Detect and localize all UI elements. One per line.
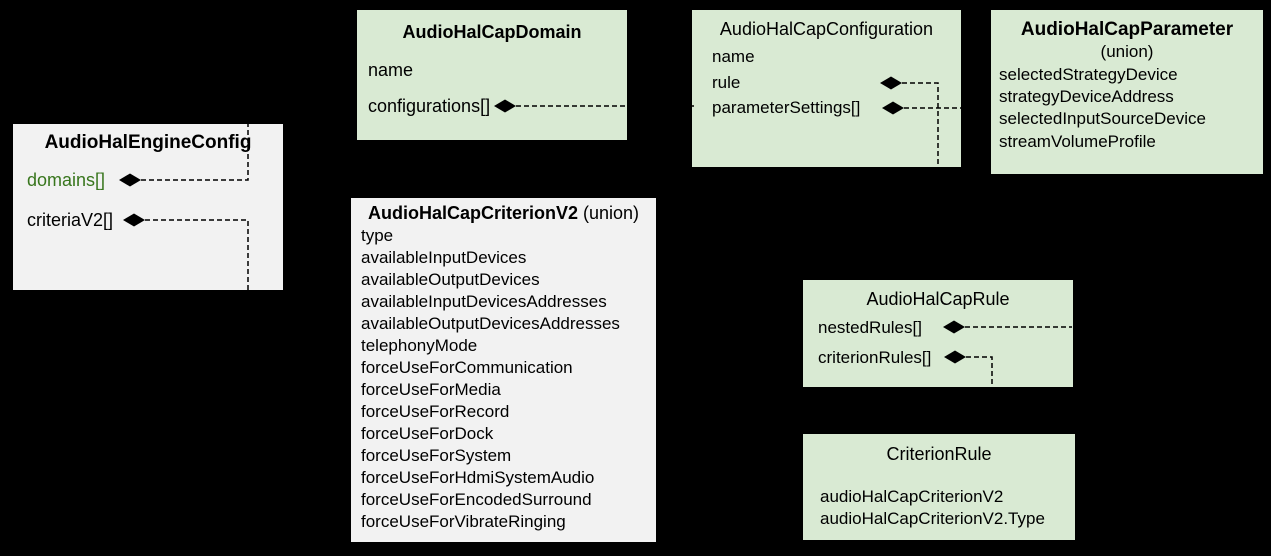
- class-title: AudioHalCapRule: [803, 288, 1073, 310]
- field-forceUseForCommunication: forceUseForCommunication: [361, 357, 573, 377]
- field-forceUseForSystem: forceUseForSystem: [361, 445, 512, 465]
- field-type: type: [361, 225, 394, 245]
- class-title-text: AudioHalCapRule: [866, 289, 1010, 309]
- class-box-audiohalcapdomain: AudioHalCapDomain name configurations[]: [357, 10, 627, 140]
- class-box-audiohalengineconfig: AudioHalEngineConfig domains[] criteriaV2…: [13, 124, 283, 290]
- field-audioHalCapCriterionV2: audioHalCapCriterionV2: [820, 487, 1004, 507]
- field-name: name: [368, 60, 414, 80]
- field-forceUseForRecord: forceUseForRecord: [361, 401, 510, 421]
- class-title: AudioHalCapConfiguration: [692, 18, 961, 40]
- class-title-text: AudioHalEngineConfig: [44, 132, 252, 153]
- class-title-suffix: (union): [578, 203, 640, 223]
- class-title-text: AudioHalCapConfiguration: [719, 19, 934, 39]
- class-title-text: CriterionRule: [886, 444, 992, 464]
- class-title: CriterionRule: [803, 443, 1075, 465]
- field-forceUseForEncodedSurround: forceUseForEncodedSurround: [361, 490, 592, 510]
- field-forceUseForDock: forceUseForDock: [361, 423, 494, 443]
- class-title: AudioHalCapParameter: [991, 19, 1263, 41]
- field-availableInputDevices: availableInputDevices: [361, 247, 527, 267]
- field-availableOutputDevicesAddresses: availableOutputDevicesAddresses: [361, 313, 620, 333]
- field-criterionRules[]: criterionRules[]: [818, 347, 932, 367]
- field-parameterSettings[]: parameterSettings[]: [712, 98, 861, 118]
- class-box-audiohalcaprule: AudioHalCapRule nestedRules[] criterionRu…: [803, 280, 1073, 387]
- class-subtitle: (union): [1100, 42, 1154, 61]
- field-forceUseForVibrateRinging: forceUseForVibrateRinging: [361, 512, 566, 532]
- field-telephonyMode: telephonyMode: [361, 335, 478, 355]
- class-title: AudioHalEngineConfig: [13, 132, 283, 154]
- field-configurations[]: configurations[]: [368, 96, 491, 116]
- field-name: name: [712, 47, 755, 67]
- field-forceUseForMedia: forceUseForMedia: [361, 379, 501, 399]
- field-audioHalCapCriterionV2.Type: audioHalCapCriterionV2.Type: [820, 508, 1045, 528]
- class-box-audiohalcapparameter: AudioHalCapParameter (union) selectedStr…: [991, 10, 1263, 174]
- class-title-text: AudioHalCapDomain: [402, 22, 582, 42]
- field-availableOutputDevices: availableOutputDevices: [361, 269, 540, 289]
- field-list: name rule parameterSettings[]: [712, 44, 961, 121]
- field-criteriaV2[]: criteriaV2[]: [27, 210, 114, 230]
- field-strategyDeviceAddress: strategyDeviceAddress: [999, 86, 1174, 106]
- field-selectedStrategyDevice: selectedStrategyDevice: [999, 64, 1178, 84]
- class-title-text: AudioHalCapParameter: [1020, 19, 1234, 40]
- class-title: AudioHalCapCriterionV2 (union): [351, 202, 656, 224]
- field-rule: rule: [712, 72, 741, 92]
- class-title: AudioHalCapDomain: [357, 21, 627, 43]
- field-streamVolumeProfile: streamVolumeProfile: [999, 131, 1156, 151]
- field-list: nestedRules[] criterionRules[]: [818, 312, 1073, 372]
- field-availableInputDevicesAddresses: availableInputDevicesAddresses: [361, 291, 607, 311]
- field-domains[]: domains[]: [27, 170, 106, 190]
- field-forceUseForHdmiSystemAudio: forceUseForHdmiSystemAudio: [361, 468, 595, 488]
- field-selectedInputSourceDevice: selectedInputSourceDevice: [999, 109, 1206, 129]
- class-box-audiohalcapconfiguration: AudioHalCapConfiguration name rule paramet…: [692, 10, 961, 167]
- class-title-text: AudioHalCapCriterionV2: [367, 203, 578, 223]
- field-list: domains[] criteriaV2[]: [27, 160, 283, 240]
- field-list: name configurations[]: [368, 52, 627, 124]
- field-nestedRules[]: nestedRules[]: [818, 317, 922, 337]
